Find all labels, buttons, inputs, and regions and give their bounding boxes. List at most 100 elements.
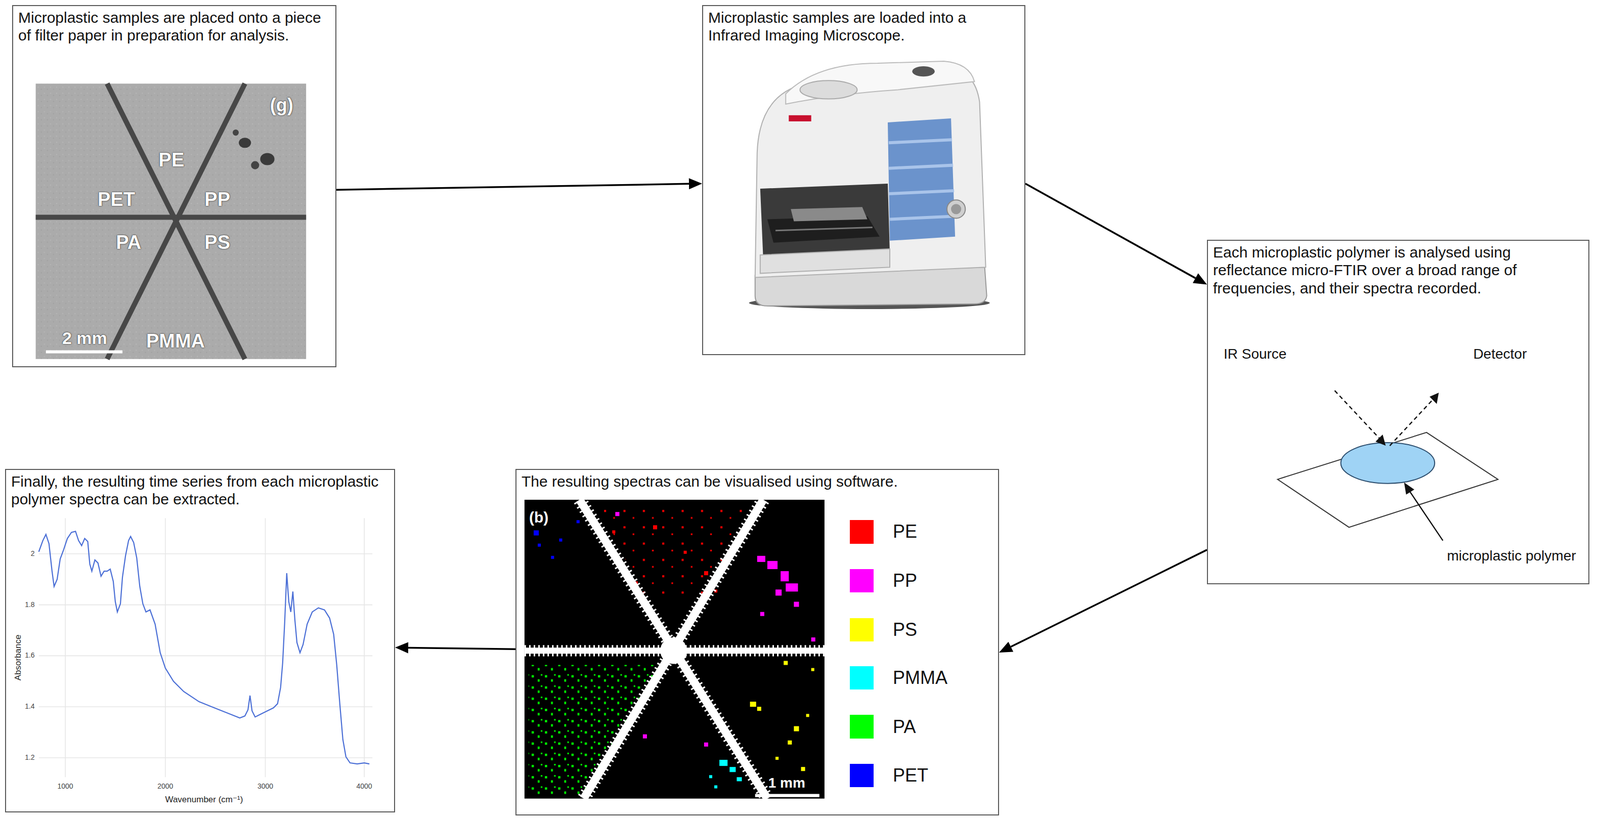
microscope-illustration bbox=[785, 61, 975, 105]
axis-tick: 1000 bbox=[57, 782, 74, 791]
legend-swatch bbox=[849, 666, 874, 690]
polymer-map-image bbox=[704, 571, 709, 576]
chart-gridlines bbox=[38, 655, 373, 657]
flow-arrow bbox=[1025, 183, 1207, 285]
filter-paper-photo bbox=[250, 161, 259, 170]
legend-label: PE bbox=[892, 522, 918, 543]
polymer-map-image bbox=[704, 742, 709, 747]
polymer-map-image bbox=[780, 571, 789, 582]
microscope-illustration bbox=[760, 248, 890, 274]
microscope-illustration bbox=[749, 61, 990, 310]
scale-bar-label: 1 mm bbox=[768, 775, 806, 792]
polymer-map-image bbox=[775, 756, 779, 760]
polymer-map-image bbox=[736, 776, 742, 782]
flow-arrow bbox=[336, 178, 703, 190]
filter-paper-photo bbox=[46, 350, 123, 354]
polymer-map-image bbox=[806, 713, 810, 717]
microscope-illustration bbox=[775, 227, 873, 231]
step-caption: The resulting spectras can be visualised… bbox=[516, 469, 999, 493]
axis-tick: 1.4 bbox=[24, 702, 35, 711]
axis-tick: 3000 bbox=[257, 782, 274, 791]
panel-letter: (b) bbox=[529, 508, 549, 526]
filter-paper-photo bbox=[232, 129, 239, 136]
polymer-map-image bbox=[719, 759, 728, 766]
legend-swatch bbox=[849, 763, 874, 788]
chart-gridlines bbox=[38, 757, 373, 759]
polymer-map-image bbox=[599, 505, 747, 597]
polymer-map-image bbox=[793, 726, 799, 732]
reflectance-sketch bbox=[1404, 482, 1415, 495]
polymer-map-image bbox=[729, 766, 736, 772]
chart-gridlines bbox=[265, 517, 267, 777]
microscope-illustration bbox=[767, 215, 880, 243]
step-caption: Microplastic samples are placed onto a p… bbox=[13, 6, 336, 48]
polymer-label: PA bbox=[115, 232, 142, 254]
step-panel: Microplastic samples are placed onto a p… bbox=[12, 5, 337, 368]
chart-gridlines bbox=[38, 517, 373, 777]
microscope-illustration bbox=[800, 80, 858, 99]
polymer-map-image bbox=[524, 644, 825, 657]
legend-swatch bbox=[849, 569, 874, 593]
microscope-illustration bbox=[888, 139, 953, 143]
axis-tick: 2000 bbox=[157, 782, 174, 791]
reflectance-sketch bbox=[1429, 392, 1439, 404]
chart-gridlines bbox=[363, 517, 365, 777]
polymer-map-image bbox=[583, 499, 764, 799]
polymer-map-image bbox=[811, 637, 816, 642]
polymer-map-image bbox=[533, 530, 539, 536]
flow-arrow bbox=[395, 641, 516, 654]
arrow-line bbox=[336, 183, 689, 190]
polymer-map-image bbox=[660, 637, 687, 664]
microscope-illustration bbox=[788, 115, 811, 122]
reflectance-sketch bbox=[1389, 399, 1433, 446]
filter-paper-photo bbox=[35, 214, 307, 220]
microscope-illustration bbox=[946, 199, 966, 219]
panel-letter: (g) bbox=[270, 95, 294, 116]
beam-label: Detector bbox=[1473, 346, 1527, 362]
axis-title: Wavenumber (cm⁻¹) bbox=[164, 794, 243, 805]
legend-swatch bbox=[849, 520, 874, 544]
polymer-map-image bbox=[757, 555, 766, 562]
spectrum-chart bbox=[38, 517, 373, 777]
step-panel: Finally, the resulting time series from … bbox=[5, 468, 396, 813]
legend-label: PMMA bbox=[892, 667, 948, 688]
step-panel: The resulting spectras can be visualised… bbox=[515, 468, 1000, 816]
chart-gridlines bbox=[64, 517, 66, 777]
filter-paper-photo bbox=[260, 152, 275, 165]
axis-tick: 4000 bbox=[356, 782, 373, 791]
microscope-illustration bbox=[912, 66, 935, 77]
filter-paper-photo bbox=[107, 83, 245, 359]
microscope-illustration bbox=[888, 190, 955, 194]
reflectance-sketch bbox=[1375, 434, 1386, 446]
reflectance-sketch bbox=[1334, 390, 1380, 439]
legend-swatch bbox=[849, 714, 874, 739]
polymer-label: PE bbox=[158, 149, 185, 171]
microscope-illustration bbox=[760, 183, 890, 261]
polymer-map-image bbox=[801, 766, 806, 771]
polymer-map-image bbox=[683, 550, 687, 554]
polymer-map-image bbox=[579, 499, 768, 799]
microscope-illustration bbox=[790, 206, 868, 222]
polymer-map-image bbox=[783, 660, 788, 665]
arrow-head bbox=[688, 178, 703, 190]
arrow-head bbox=[999, 641, 1014, 653]
filter-paper-photo bbox=[238, 137, 251, 148]
legend-label: PP bbox=[892, 570, 918, 591]
polymer-map-image bbox=[767, 560, 778, 570]
polymer-map-image bbox=[524, 647, 825, 654]
polymer-map-image bbox=[615, 511, 620, 516]
polymer-map-image bbox=[760, 612, 765, 617]
scale-bar-label: 2 mm bbox=[62, 329, 108, 349]
polymer-map-image bbox=[785, 583, 798, 592]
reflectance-sketch bbox=[1341, 442, 1436, 484]
chart-gridlines bbox=[38, 604, 373, 606]
microscope-illustration bbox=[755, 267, 987, 307]
polymer-map-image bbox=[558, 538, 562, 542]
polymer-map-image bbox=[653, 525, 658, 530]
polymer-map-image bbox=[642, 734, 647, 739]
step-caption: Microplastic samples are loaded into a I… bbox=[703, 6, 1025, 48]
arrow-line bbox=[408, 647, 516, 650]
filter-paper-photo bbox=[35, 83, 307, 359]
axis-tick: 1.2 bbox=[24, 753, 35, 762]
